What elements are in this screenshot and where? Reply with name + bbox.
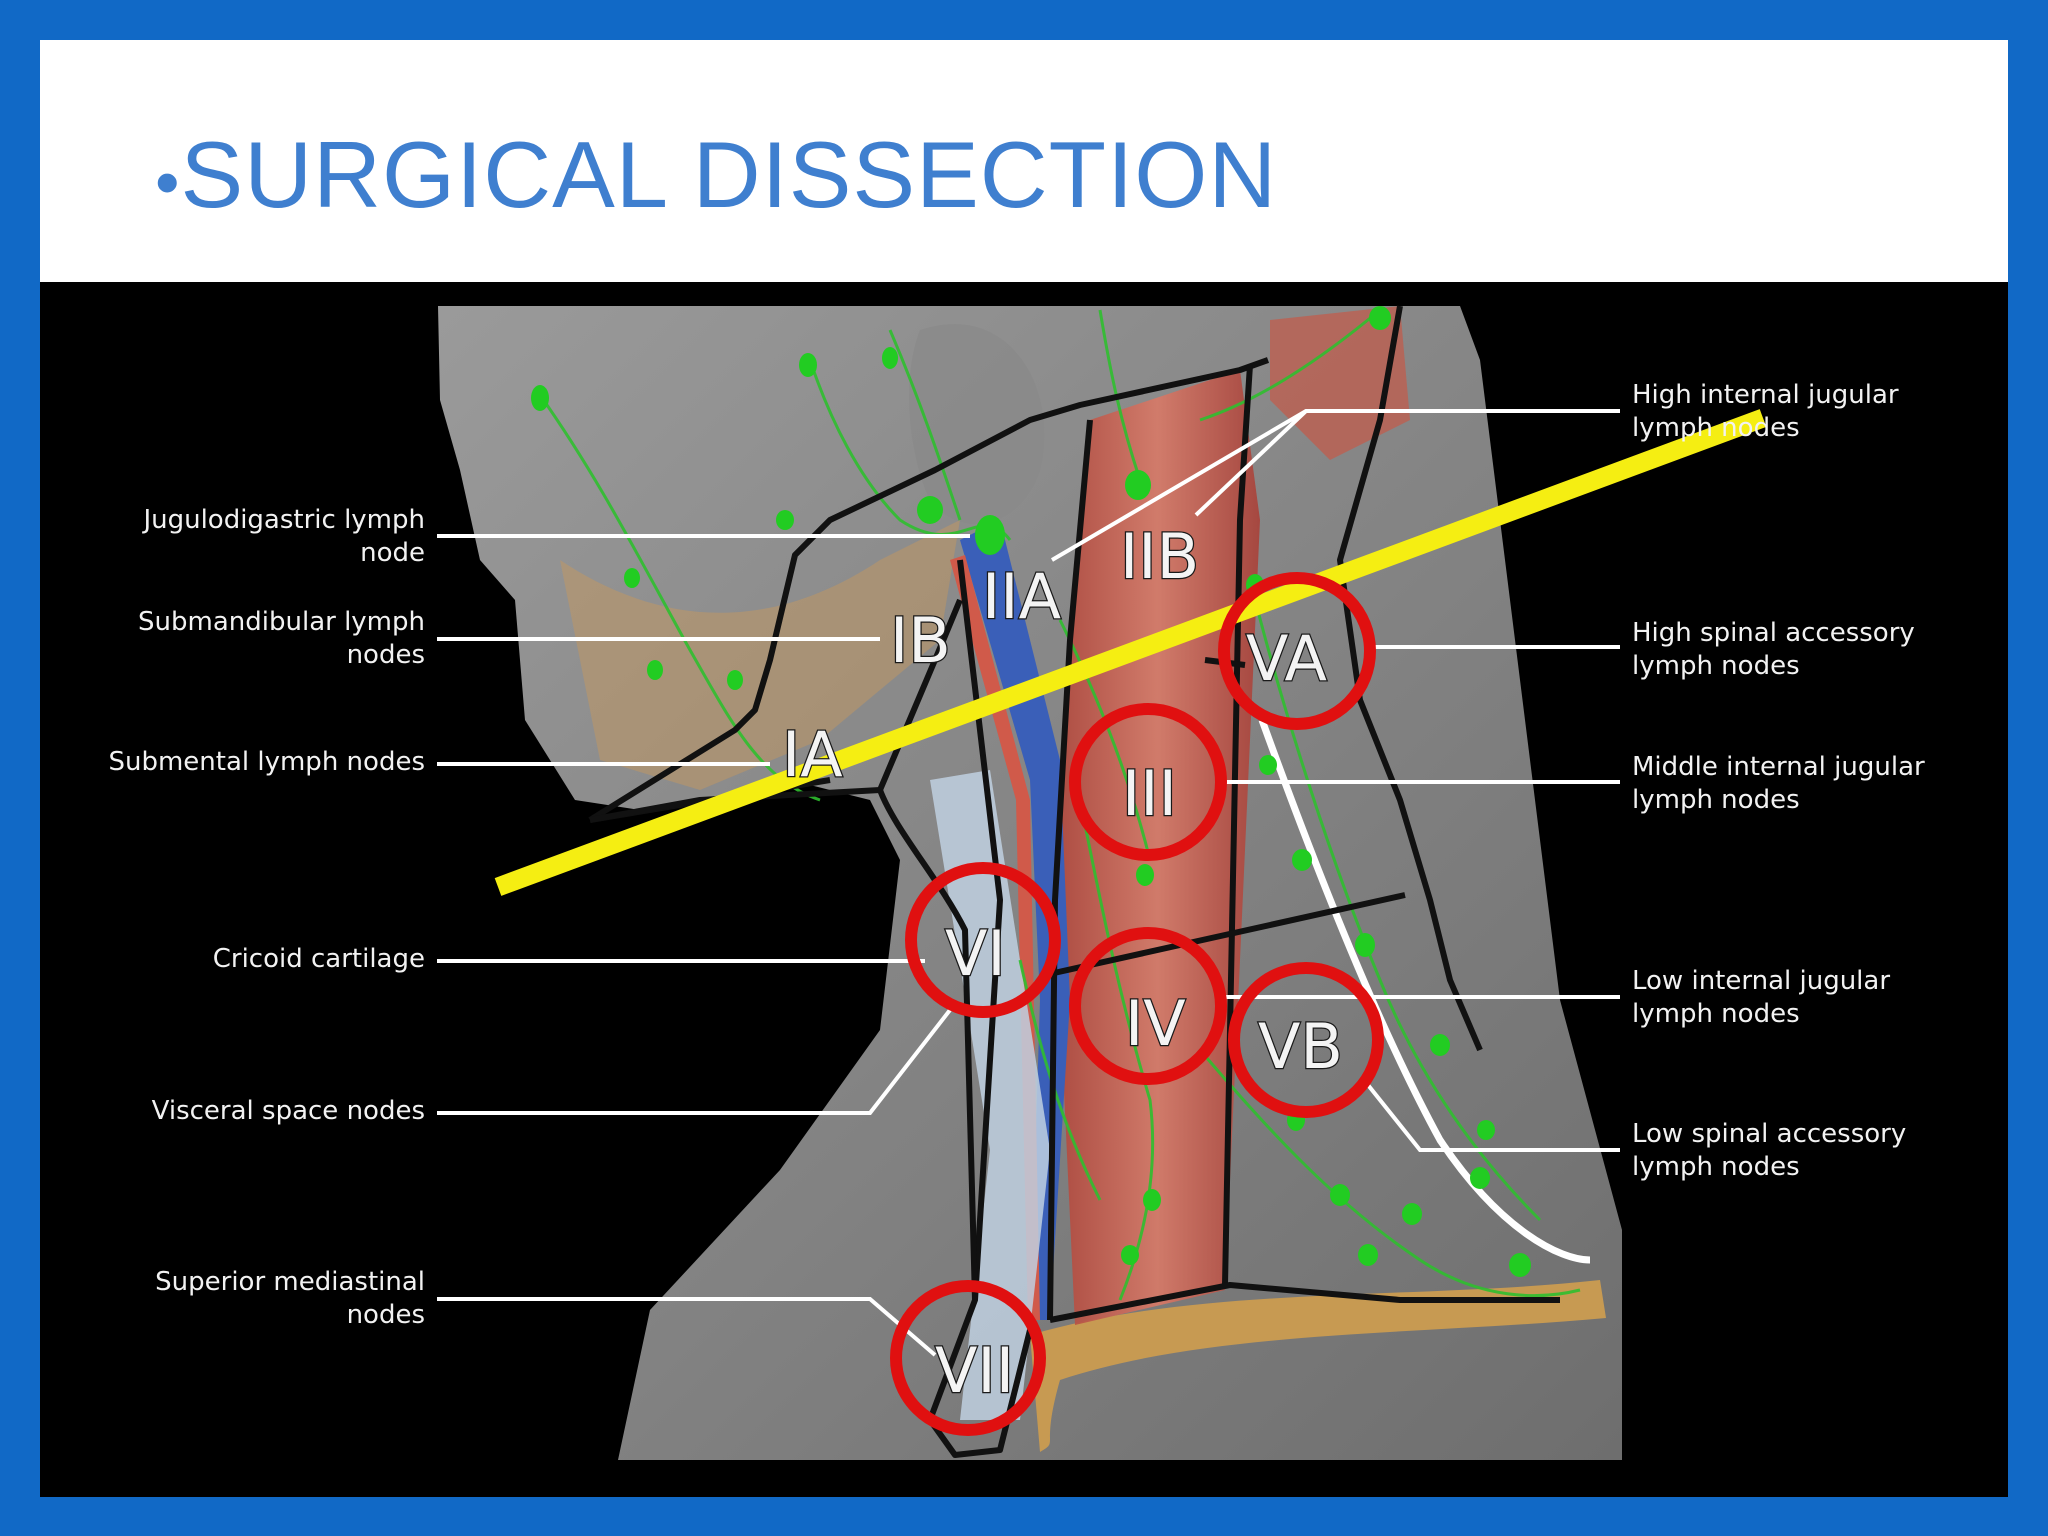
level-vi-label: VI <box>945 917 1006 990</box>
circle-level-va <box>1218 572 1376 730</box>
level-vb-label: VB <box>1258 1010 1343 1083</box>
level-iii-label: III <box>1122 757 1177 830</box>
slide-title-text: SURGICAL DISSECTION <box>180 122 1278 227</box>
trapezius-muscle <box>1270 306 1410 460</box>
level-ia-label: IA <box>782 718 843 791</box>
circle-level-vi <box>905 862 1061 1018</box>
level-iib-label: IIB <box>1120 520 1199 593</box>
label-visceral-space: Visceral space nodes <box>151 1096 425 1126</box>
ear <box>909 324 1045 524</box>
title-band <box>40 40 2008 282</box>
slide-title: •SURGICAL DISSECTION <box>155 128 1277 222</box>
level-ib-label: IB <box>890 604 951 677</box>
level-iv-label: IV <box>1125 987 1186 1060</box>
circle-level-vii <box>890 1280 1046 1436</box>
circle-level-iii <box>1069 703 1227 861</box>
leader-lines <box>437 409 1620 1357</box>
sternocleidomastoid-muscle <box>1055 370 1260 1325</box>
label-submental: Submental lymph nodes <box>108 747 425 777</box>
accessory-nerve <box>1258 718 1591 1264</box>
highlight-circles <box>890 572 1384 1436</box>
jaw-shading <box>560 520 960 790</box>
label-cricoid: Cricoid cartilage <box>212 944 425 974</box>
title-bullet: • <box>155 143 181 222</box>
clavicle <box>1030 1280 1606 1452</box>
level-iia-label: IIA <box>982 560 1061 633</box>
level-va-label: VA <box>1246 622 1327 695</box>
circle-level-vb <box>1228 962 1384 1118</box>
level-vii-label: VII <box>935 1334 1014 1407</box>
circle-level-iv <box>1069 927 1227 1085</box>
incision-line <box>494 409 1767 896</box>
